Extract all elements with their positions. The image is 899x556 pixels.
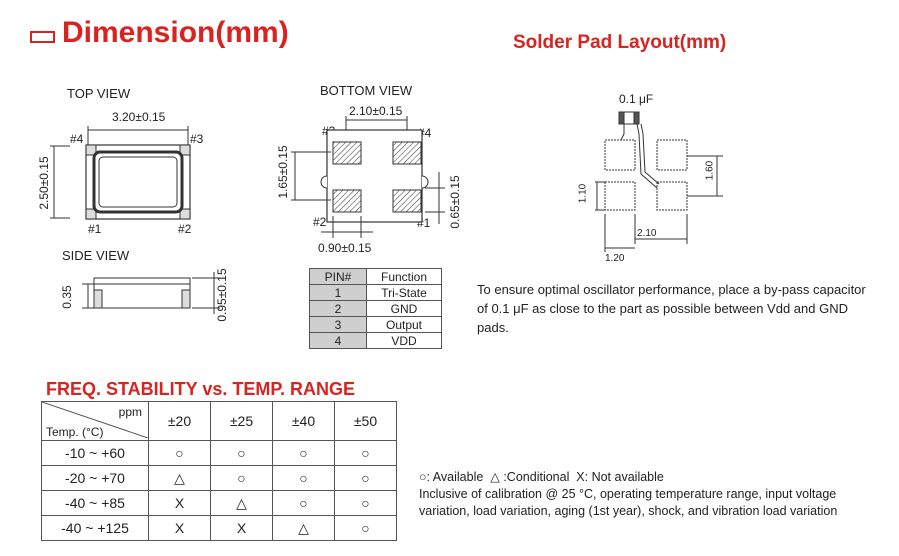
bottom-pin-2: #2	[313, 215, 327, 229]
solder-note: To ensure optimal oscillator performance…	[477, 282, 866, 335]
status-cell: ○	[210, 440, 273, 466]
bottom-view-drawing	[291, 116, 445, 238]
status-cell: ○	[210, 465, 273, 491]
table-row: 1 Tri-State	[309, 284, 442, 301]
function-header: Function	[366, 268, 442, 285]
ppm-label: ppm	[118, 405, 142, 419]
solder-w1: 2.10	[637, 228, 657, 239]
pin-number: 1	[309, 284, 367, 301]
table-row: 4 VDD	[309, 332, 442, 349]
pin-number: 2	[309, 300, 367, 317]
diagonal-divider	[42, 402, 148, 438]
pin-header: PIN#	[309, 268, 367, 285]
side-view-drawing	[82, 272, 220, 314]
status-cell: ○	[272, 465, 335, 491]
solder-pad-drawing	[595, 111, 723, 252]
status-cell: ○	[334, 490, 397, 516]
pin-number: 4	[309, 332, 367, 349]
top-pin-3: #3	[190, 132, 204, 146]
status-cell: ○	[272, 490, 335, 516]
status-cell: ○	[334, 465, 397, 491]
table-row: 3 Output	[309, 316, 442, 333]
dimension-title: Dimension(mm)	[62, 16, 289, 49]
legend-line-2: Inclusive of calibration @ 25 °C, operat…	[419, 487, 838, 518]
solder-title: Solder Pad Layout(mm)	[513, 32, 727, 53]
top-pin-4: #4	[70, 132, 84, 146]
top-view-drawing	[50, 126, 191, 220]
temp-range: -40 ~ +85	[41, 490, 149, 516]
pin-function: Tri-State	[366, 284, 442, 301]
temp-range: -40 ~ +125	[41, 515, 149, 541]
freq-table: ppm Temp. (°C) ±20 ±25 ±40 ±50 -10 ~ +60…	[41, 401, 397, 541]
status-cell: ○	[334, 440, 397, 466]
side-view-label: SIDE VIEW	[62, 248, 130, 263]
temp-range: -10 ~ +60	[41, 440, 149, 466]
col-header: ±20	[148, 401, 211, 441]
side-body: 0.35	[60, 285, 74, 309]
pin-table-header: PIN# Function	[309, 268, 442, 285]
status-cell: ○	[272, 440, 335, 466]
top-pin-1: #1	[88, 222, 102, 236]
pin-number: 3	[309, 316, 367, 333]
table-row: -40 ~ +125 X X △ ○	[41, 515, 397, 541]
top-pin-2: #2	[178, 222, 192, 236]
bottom-pad-width: 0.90±0.15	[318, 241, 372, 255]
temp-label: Temp. (°C)	[46, 425, 104, 439]
col-header: ±40	[272, 401, 335, 441]
status-cell: △	[272, 515, 335, 541]
status-cell: ○	[334, 515, 397, 541]
top-view-width: 3.20±0.15	[112, 110, 166, 124]
freq-header-row: ppm Temp. (°C) ±20 ±25 ±40 ±50	[41, 401, 397, 441]
ruler-icon	[30, 31, 55, 43]
status-cell: X	[148, 515, 211, 541]
table-row: -10 ~ +60 ○ ○ ○ ○	[41, 440, 397, 466]
pin-function: Output	[366, 316, 442, 333]
pin-function: GND	[366, 300, 442, 317]
pin-function: VDD	[366, 332, 442, 349]
status-cell: △	[148, 465, 211, 491]
table-row: -40 ~ +85 X △ ○ ○	[41, 490, 397, 516]
status-cell: X	[210, 515, 273, 541]
pin-table: PIN# Function 1 Tri-State 2 GND 3 Output…	[309, 268, 442, 349]
col-header: ±50	[334, 401, 397, 441]
freq-corner-header: ppm Temp. (°C)	[41, 401, 149, 441]
table-row: 2 GND	[309, 300, 442, 317]
status-cell: △	[210, 490, 273, 516]
cap-label: 0.1 μF	[619, 92, 654, 106]
temp-range: -20 ~ +70	[41, 465, 149, 491]
bottom-pitch: 2.10±0.15	[349, 104, 403, 118]
table-row: -20 ~ +70 △ ○ ○ ○	[41, 465, 397, 491]
freq-title: FREQ. STABILITY vs. TEMP. RANGE	[46, 379, 356, 399]
status-cell: ○	[148, 440, 211, 466]
legend-line-1: ○: Available △ :Conditional X: Not avail…	[419, 470, 664, 484]
status-cell: X	[148, 490, 211, 516]
bottom-view-label: BOTTOM VIEW	[320, 83, 413, 98]
top-view-label: TOP VIEW	[67, 86, 131, 101]
col-header: ±25	[210, 401, 273, 441]
solder-w2: 1.20	[605, 253, 625, 264]
